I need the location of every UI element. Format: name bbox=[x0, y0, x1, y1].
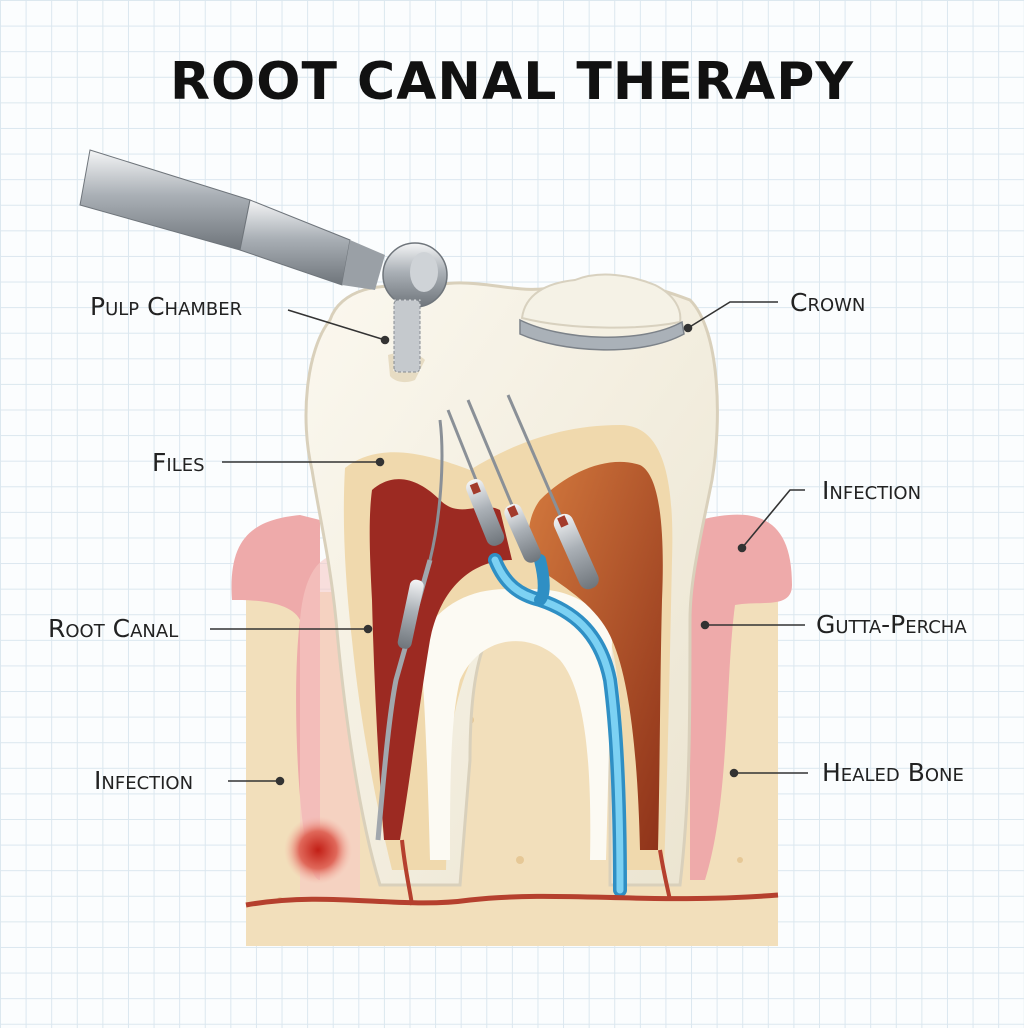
endo-file-2 bbox=[446, 409, 505, 546]
pulp-right bbox=[528, 461, 663, 850]
endo-file-4 bbox=[506, 394, 599, 590]
crown-cap bbox=[519, 273, 685, 351]
nerve-vessel bbox=[245, 892, 779, 908]
leader-pulp-chamber bbox=[287, 309, 386, 341]
label-crown: Crown bbox=[790, 288, 866, 317]
label-infection-left: Infection bbox=[94, 766, 194, 795]
endo-file-3 bbox=[466, 399, 541, 563]
label-infection-right: Infection bbox=[822, 476, 922, 505]
gum-right bbox=[690, 514, 792, 880]
label-pulp-chamber: Pulp Chamber bbox=[90, 292, 243, 321]
page-title: ROOT CANAL THERAPY bbox=[170, 52, 854, 112]
dental-drill bbox=[79, 149, 448, 373]
leader-infection-right bbox=[741, 489, 805, 549]
label-gutta-percha: Gutta-Percha bbox=[816, 610, 967, 639]
label-files: Files bbox=[152, 448, 205, 477]
gum-left bbox=[231, 515, 320, 880]
infection-spot bbox=[284, 816, 352, 884]
leader-crown bbox=[687, 301, 778, 329]
endo-file-1 bbox=[375, 419, 444, 841]
label-healed-bone: Healed Bone bbox=[822, 758, 964, 787]
label-root-canal: Root Canal bbox=[48, 614, 179, 643]
pulp-left bbox=[369, 479, 512, 840]
